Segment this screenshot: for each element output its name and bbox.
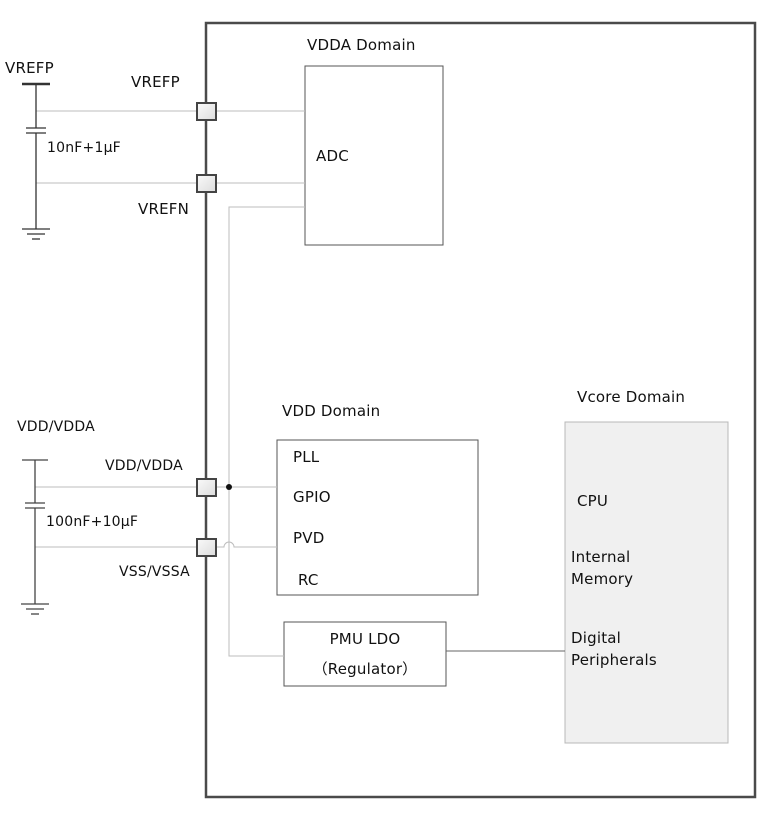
pin-vrefp	[196, 102, 217, 121]
vdda-domain-title: VDDA Domain	[307, 36, 416, 54]
pin-vrefn	[196, 174, 217, 193]
junction-dot	[226, 484, 232, 490]
vdd-cap-label: 100nF+10μF	[46, 514, 139, 530]
vrefn-pin-label: VREFN	[138, 200, 190, 218]
vcore-item-internal-memory: Internal Memory	[571, 548, 634, 588]
pin-vss-vssa	[196, 538, 217, 557]
wire-vdd-bus	[228, 206, 305, 657]
vrefp-pin-label: VREFP	[131, 73, 180, 91]
vcore-domain-title: Vcore Domain	[577, 388, 686, 406]
vdd-domain-title: VDD Domain	[282, 402, 381, 420]
vdd-vdda-pin-label: VDD/VDDA	[105, 458, 183, 474]
vdd-supply-label: VDD/VDDA	[17, 419, 95, 435]
chip-outline	[204, 21, 757, 799]
vcore-item-digital-peripherals: Digital Peripherals	[571, 629, 657, 669]
vdd-item-pvd: PVD	[293, 529, 325, 547]
pin-vdd-vdda	[196, 478, 217, 497]
vdd-item-gpio: GPIO	[293, 488, 331, 506]
vdd-domain-box	[276, 439, 479, 596]
regulator-title: PMU LDO	[329, 630, 401, 648]
vref-cap-label: 10nF+1μF	[47, 140, 121, 156]
adc-label: ADC	[316, 147, 349, 165]
vcore-item-cpu: CPU	[577, 492, 609, 510]
wire-vss-domain	[217, 541, 277, 548]
vdd-item-pll: PLL	[293, 448, 320, 466]
regulator-box	[283, 621, 447, 687]
adc-box	[304, 65, 444, 246]
vss-vssa-pin-label: VSS/VSSA	[119, 564, 190, 580]
vdd-item-rc: RC	[298, 571, 319, 589]
vrefp-supply-label: VREFP	[5, 59, 54, 77]
regulator-subtitle: （Regulator）	[312, 660, 418, 678]
vcore-domain-box	[564, 421, 729, 744]
